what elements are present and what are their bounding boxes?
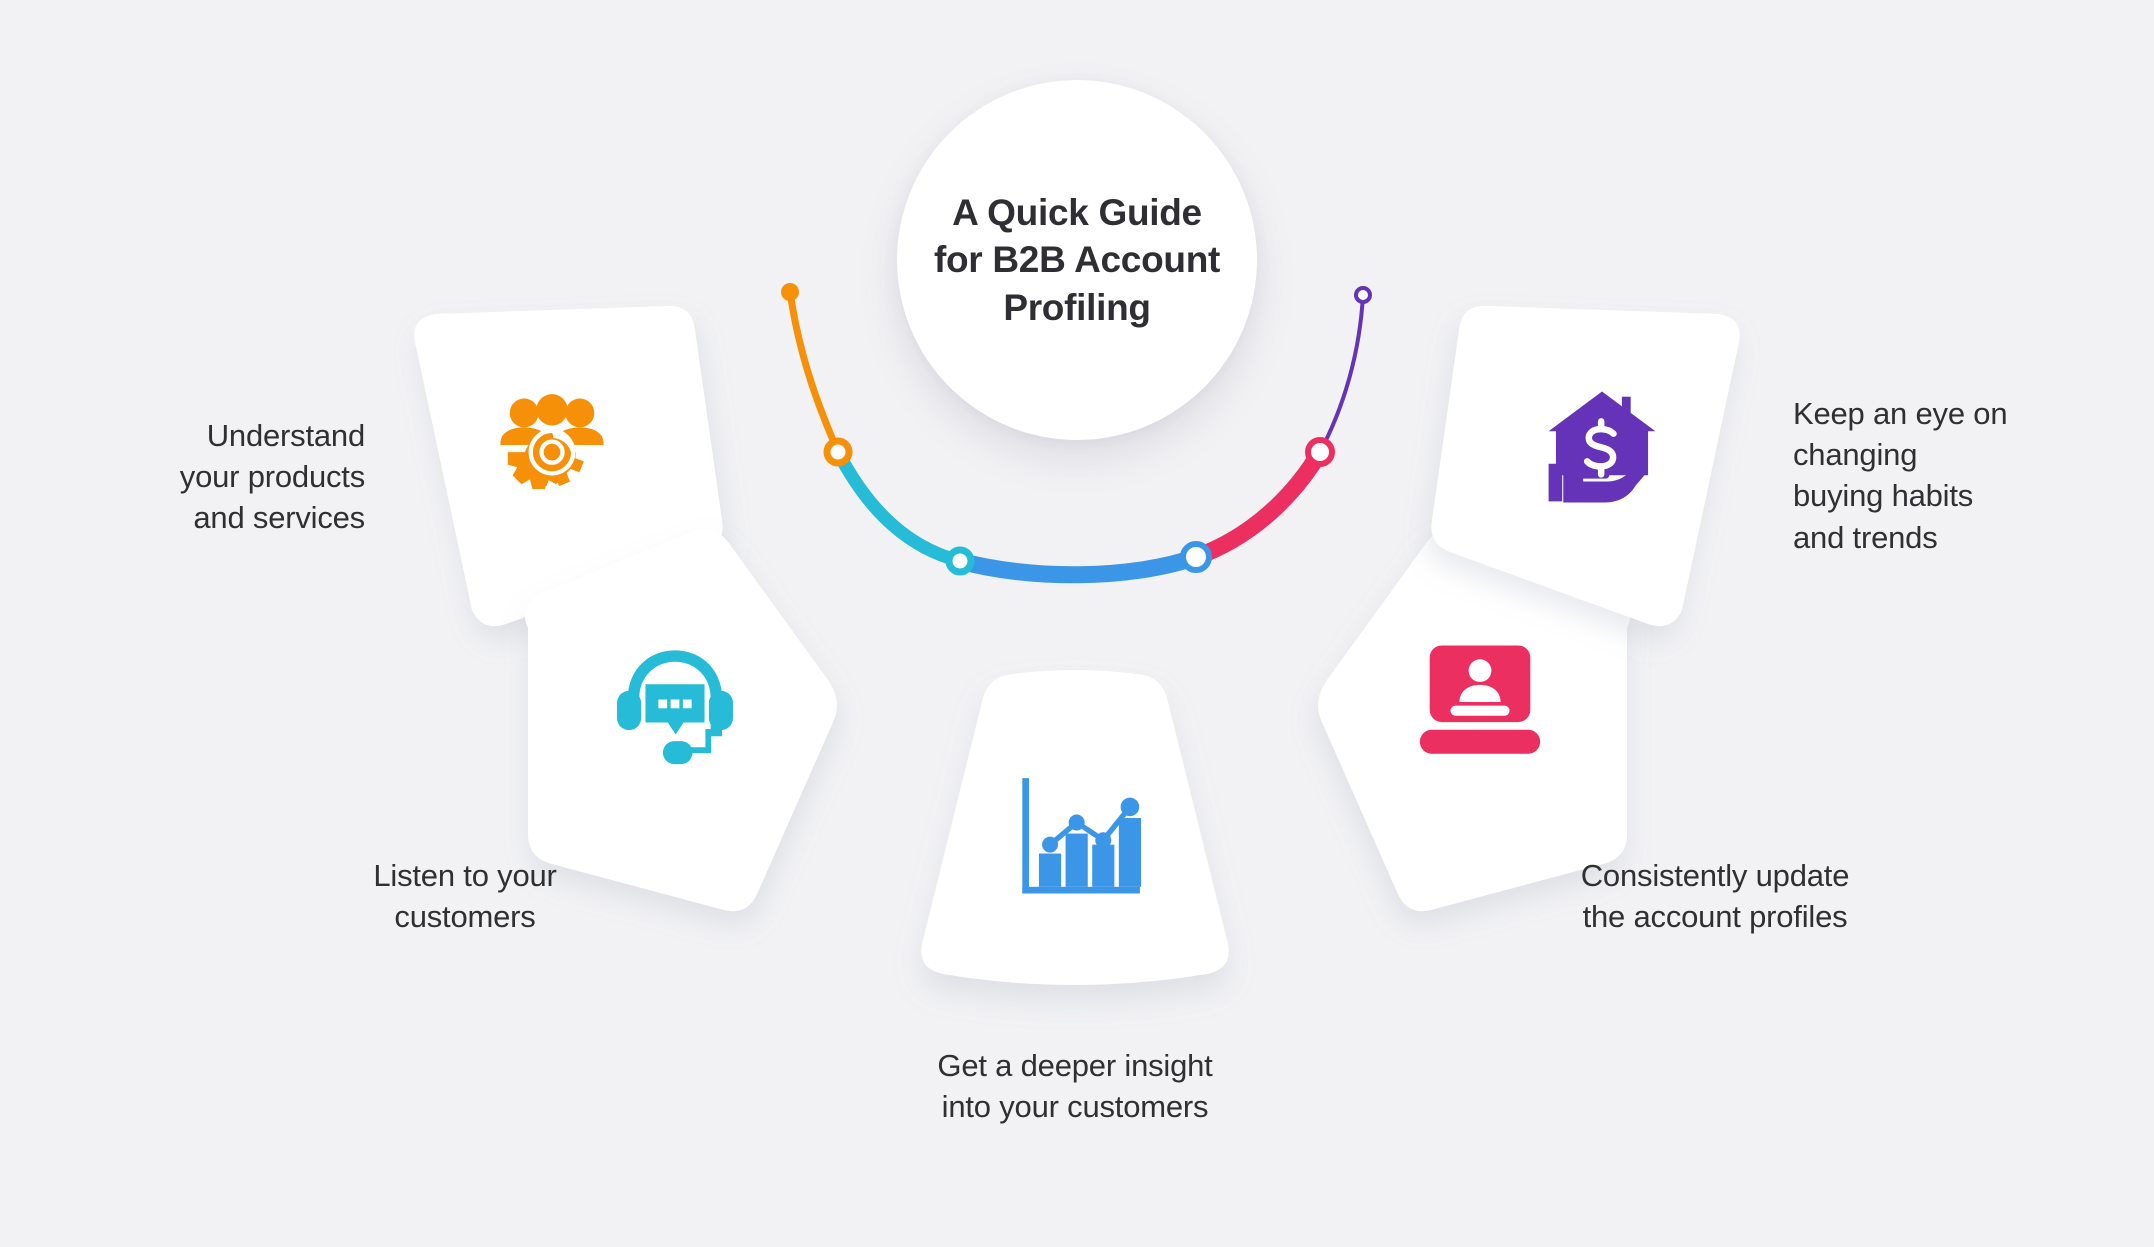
label-buying-habits: Keep an eye on changing buying habits an… [1793, 396, 2008, 555]
headset-chat-icon [617, 650, 733, 765]
card-understand-products[interactable] [370, 300, 740, 640]
arc-segment-purple [1318, 293, 1365, 454]
arc-node-blue-pink [1180, 541, 1212, 573]
label-update-profiles: Consistently update the account profiles [1580, 858, 1850, 935]
arc-node-cyan-blue [945, 546, 975, 576]
arc-node-orange-endpoint [781, 283, 799, 301]
card-buying-habits[interactable] [1414, 300, 1784, 640]
page-title: A Quick Guide for B2B Account Profiling [933, 191, 1221, 328]
arc-node-purple-endpoint [1354, 286, 1372, 304]
arc-segment-orange [786, 288, 842, 456]
arc-node-pink-purple [1305, 437, 1335, 467]
arc-node-orange-cyan [823, 437, 853, 467]
icon-slot-laptop [1405, 625, 1555, 770]
bar-line-chart-icon [1022, 777, 1142, 893]
icon-slot-people-gear [482, 378, 622, 518]
card-update-profiles[interactable] [1245, 520, 1665, 940]
card-deeper-insight[interactable] [855, 640, 1295, 1040]
label-understand-products: Understand your products and services [179, 418, 365, 536]
card-listen-customers[interactable] [490, 520, 910, 940]
icon-slot-headset [600, 630, 750, 780]
icon-slot-hand-house [1532, 378, 1672, 518]
laptop-user-icon [1419, 645, 1541, 754]
center-hub: A Quick Guide for B2B Account Profiling [897, 80, 1257, 440]
hand-house-dollar-icon [1548, 391, 1656, 503]
icon-slot-chart [1005, 765, 1155, 910]
arc-segment-blue [951, 548, 1205, 584]
label-deeper-insight: Get a deeper insight into your customers [937, 1048, 1213, 1125]
label-listen-customers: Listen to your customers [373, 858, 557, 935]
people-gear-icon [500, 394, 604, 490]
